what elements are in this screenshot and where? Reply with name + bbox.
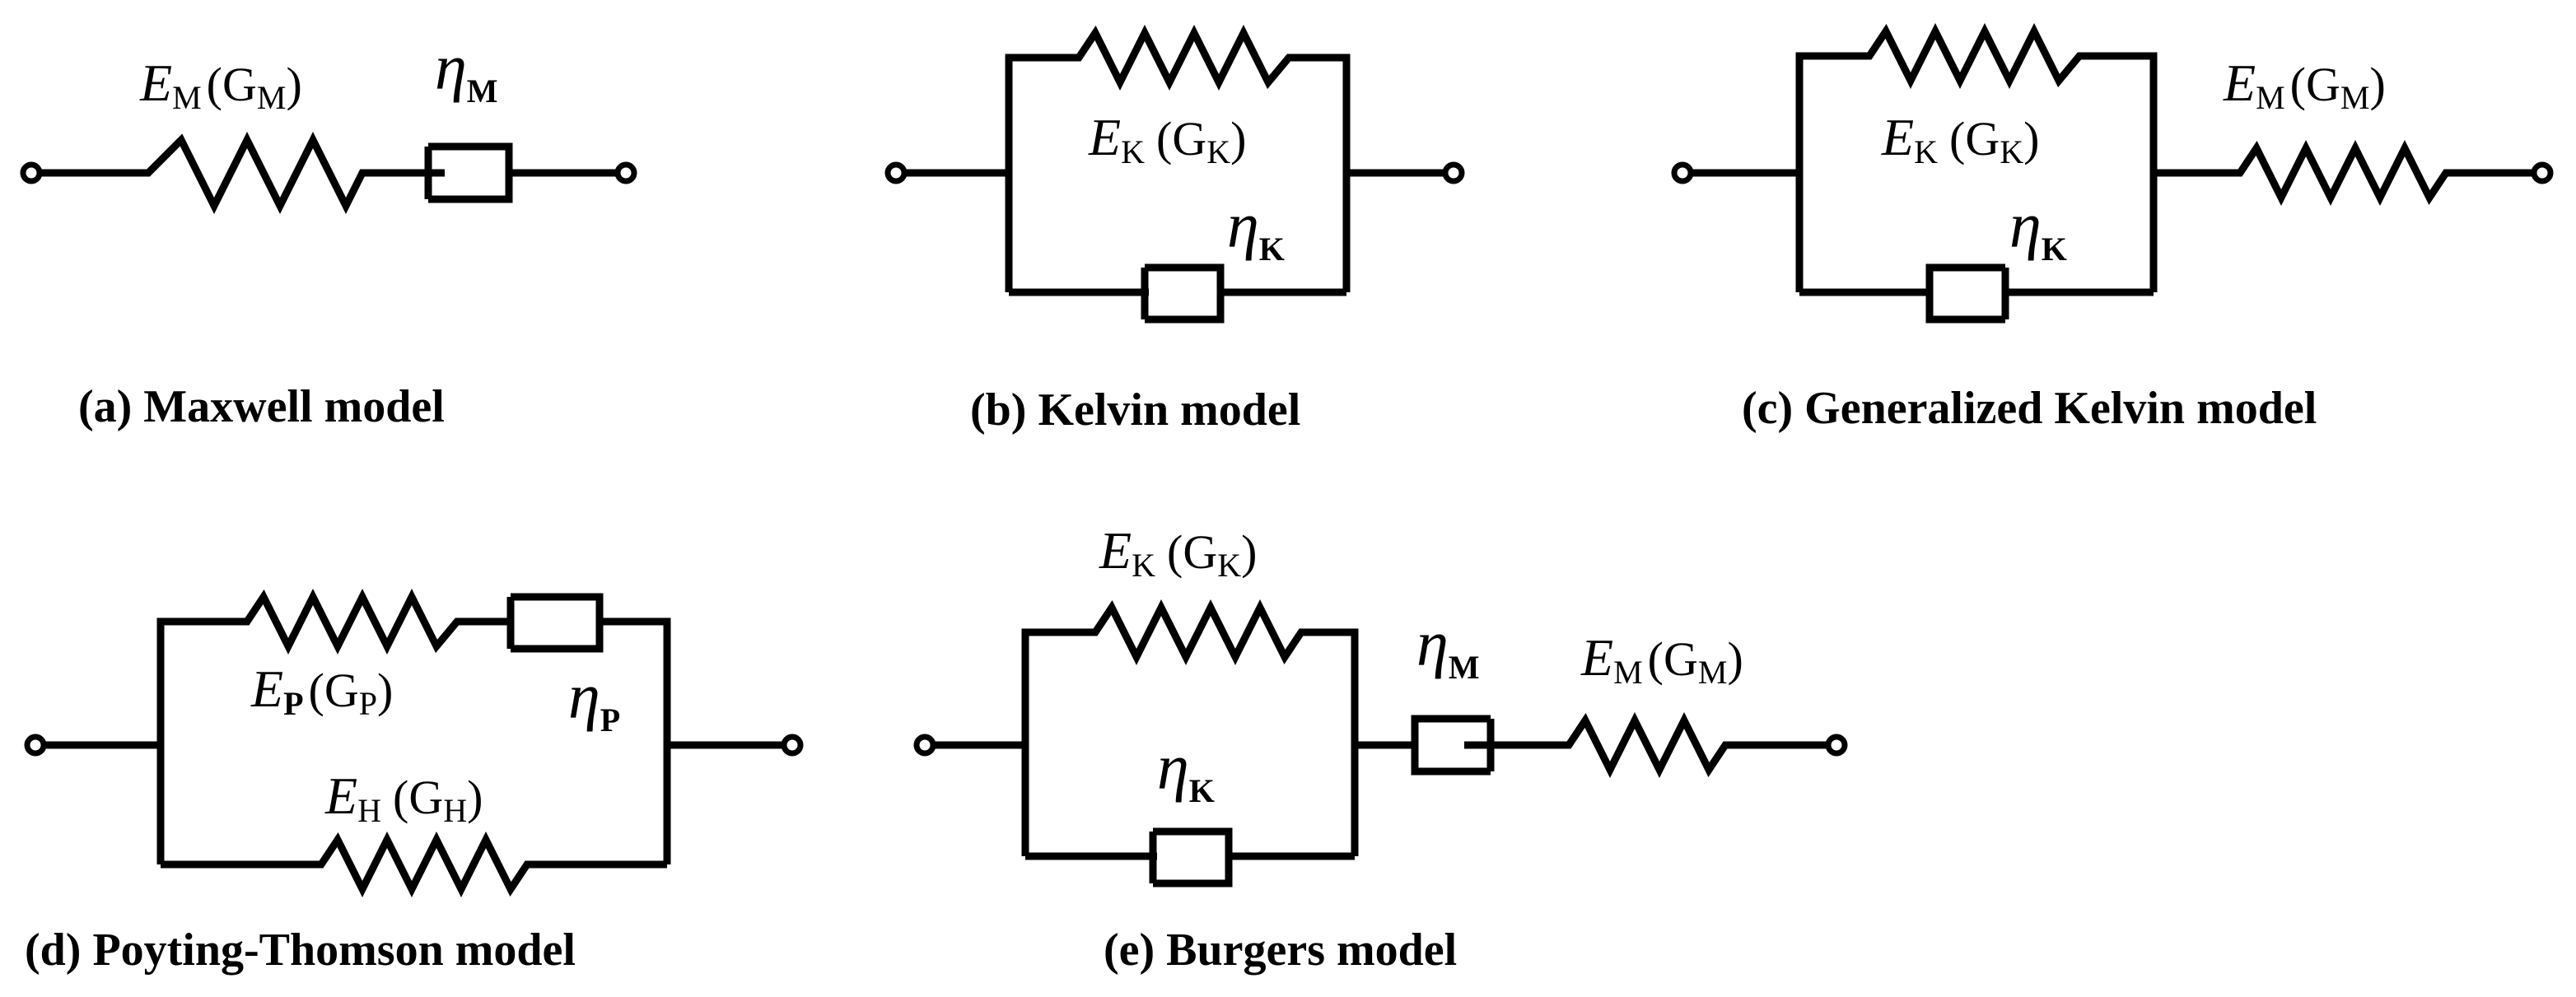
genkelvin-damper-label: ηK — [2009, 189, 2067, 268]
caption-e: (e) Burgers model — [1104, 925, 1457, 976]
maxwell-spring-label: EM(GM) — [139, 54, 302, 116]
burgers-maxwell-damper-label: ηM — [1416, 608, 1479, 686]
maxwell-wire — [33, 131, 445, 215]
maxwell-damper-label: ηM — [435, 31, 497, 109]
genkelvin-right-terminal — [2531, 161, 2554, 184]
burgers-kelvin-spring-label: EK(GK) — [1099, 521, 1257, 584]
pt-spring-h-label: EH(GH) — [324, 766, 483, 829]
pt-bottom-branch — [161, 831, 667, 898]
kelvin-damper-label: ηK — [1227, 189, 1285, 268]
maxwell-right-terminal — [614, 161, 637, 184]
generalized-kelvin-model: EK(GK) ηK EM(GM) (c) Generalized Kelvin … — [1671, 22, 2554, 434]
pt-right-terminal — [781, 734, 804, 757]
pt-damper-label: ηP — [568, 660, 620, 738]
burgers-series-spring-label: EM(GM) — [1580, 628, 1743, 691]
poyting-thomson-model: EP(GP) ηP EH(GH) (d) Poyting-Thomson mod… — [24, 588, 804, 976]
pt-spring-p-label: EP(GP) — [250, 659, 393, 722]
kelvin-model: EK(GK) ηK (b) Kelvin model — [884, 24, 1465, 436]
genkelvin-frame-and-spring — [1795, 22, 2158, 292]
maxwell-left-terminal — [20, 161, 43, 184]
kelvin-frame-and-spring — [1005, 24, 1351, 292]
burgers-maxwell-damper — [1411, 715, 1548, 776]
genkelvin-kelvin-spring-label: EK(GK) — [1881, 108, 2039, 170]
burgers-model: EK(GK) ηK ηM EM(GM) (e) Burgers model — [913, 521, 1848, 976]
burgers-kelvin-damper — [1149, 827, 1355, 888]
maxwell-damper — [424, 142, 622, 203]
kelvin-left-terminal — [884, 161, 908, 184]
genkelvin-series-spring — [2154, 139, 2536, 207]
caption-b: (b) Kelvin model — [970, 384, 1300, 436]
genkelvin-left-terminal — [1671, 161, 1694, 184]
pt-left-terminal — [24, 734, 47, 757]
caption-a: (a) Maxwell model — [78, 381, 445, 432]
kelvin-spring-label: EK(GK) — [1088, 108, 1246, 170]
caption-d: (d) Poyting-Thomson model — [25, 925, 576, 976]
pt-damper — [506, 593, 671, 864]
burgers-left-terminal — [913, 734, 936, 757]
kelvin-right-terminal — [1442, 161, 1465, 184]
burgers-frame-and-spring — [1021, 599, 1359, 856]
burgers-kelvin-damper-label: ηK — [1157, 731, 1215, 809]
kelvin-damper — [1141, 263, 1346, 324]
genkelvin-series-spring-label: EM(GM) — [2223, 54, 2386, 116]
pt-frame-top-branch — [156, 588, 511, 864]
burgers-right-terminal — [1825, 734, 1848, 757]
burgers-series-spring — [1548, 711, 1832, 779]
genkelvin-damper — [1925, 263, 2154, 324]
caption-c: (c) Generalized Kelvin model — [1742, 383, 2317, 434]
maxwell-model: EM(GM) ηM (a) Maxwell model — [20, 31, 637, 432]
